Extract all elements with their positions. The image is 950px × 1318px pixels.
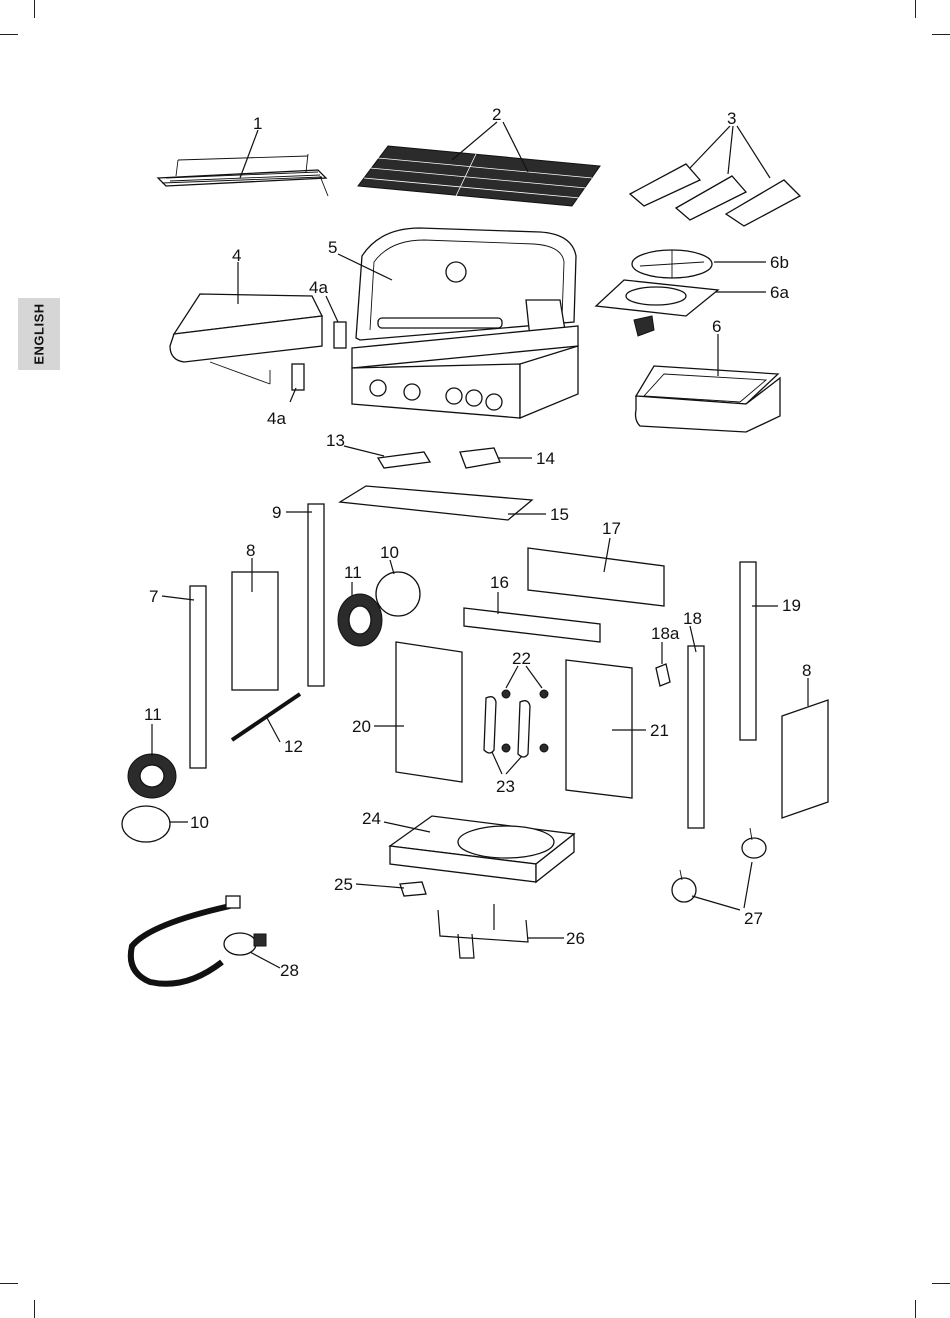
label-25: 25 [334,875,353,894]
part-leg-9 [308,504,324,686]
label-7: 7 [149,587,158,606]
part-bracket-4a-bottom [292,364,304,390]
part-leg-18 [688,646,704,828]
part-side-burner-grate [632,250,712,278]
label-15: 15 [550,505,569,524]
part-grease-cup [460,448,500,468]
part-crossbar-16 [464,608,600,642]
part-gas-hose-regulator [131,896,266,984]
part-wheel-top [338,594,382,646]
label-24: 24 [362,809,381,828]
label-8-left: 8 [246,541,255,560]
label-11-bottom: 11 [144,705,162,724]
part-hubcap-bottom [122,806,170,842]
label-28: 28 [280,961,299,980]
label-14: 14 [536,449,555,468]
part-heat-shield [378,452,430,468]
label-10-bottom: 10 [190,813,209,832]
part-grease-tray [340,486,532,520]
part-door-handles [484,690,548,757]
label-23: 23 [496,777,515,796]
part-bracket-4a-top [334,322,346,348]
label-10-top: 10 [380,543,399,562]
part-hook-18a [656,664,670,686]
part-wheel-bottom [128,754,176,798]
label-6b: 6b [770,253,789,272]
label-6a: 6a [770,283,789,302]
label-22: 22 [512,649,531,668]
part-side-burner-plate [596,280,718,336]
label-1: 1 [253,114,262,133]
part-leg-19 [740,562,756,740]
label-2: 2 [492,105,501,124]
label-8-right: 8 [802,661,811,680]
label-18a: 18a [651,624,680,643]
part-hubcap-top [376,572,420,616]
part-side-panel-right [782,700,828,818]
label-17: 17 [602,519,621,538]
part-leg-7 [190,586,206,768]
part-side-panel-left [232,572,278,690]
label-3: 3 [727,109,736,128]
label-18: 18 [683,609,702,628]
part-warming-rack [158,154,328,196]
label-4a-bottom: 4a [267,409,286,428]
label-27: 27 [744,909,763,928]
label-11-top: 11 [344,563,362,582]
label-5: 5 [328,238,337,257]
part-clip-25 [400,882,426,896]
part-side-burner-shelf [636,366,781,432]
part-door-21 [566,660,632,798]
label-6: 6 [712,317,721,336]
part-base-plate [390,816,574,882]
label-26: 26 [566,929,585,948]
part-back-panel-17 [528,548,664,606]
part-door-20 [396,642,462,782]
part-tank-holder [438,904,528,958]
label-19: 19 [782,596,801,615]
label-13: 13 [326,431,345,450]
label-4: 4 [232,246,241,265]
label-12: 12 [284,737,303,756]
part-grill-body [352,228,578,418]
label-16: 16 [490,573,509,592]
part-cooking-grates [358,146,600,206]
label-21: 21 [650,721,669,740]
label-4a-top: 4a [309,278,328,297]
label-9: 9 [272,503,281,522]
label-20: 20 [352,717,371,736]
part-flame-tamers [630,164,800,226]
